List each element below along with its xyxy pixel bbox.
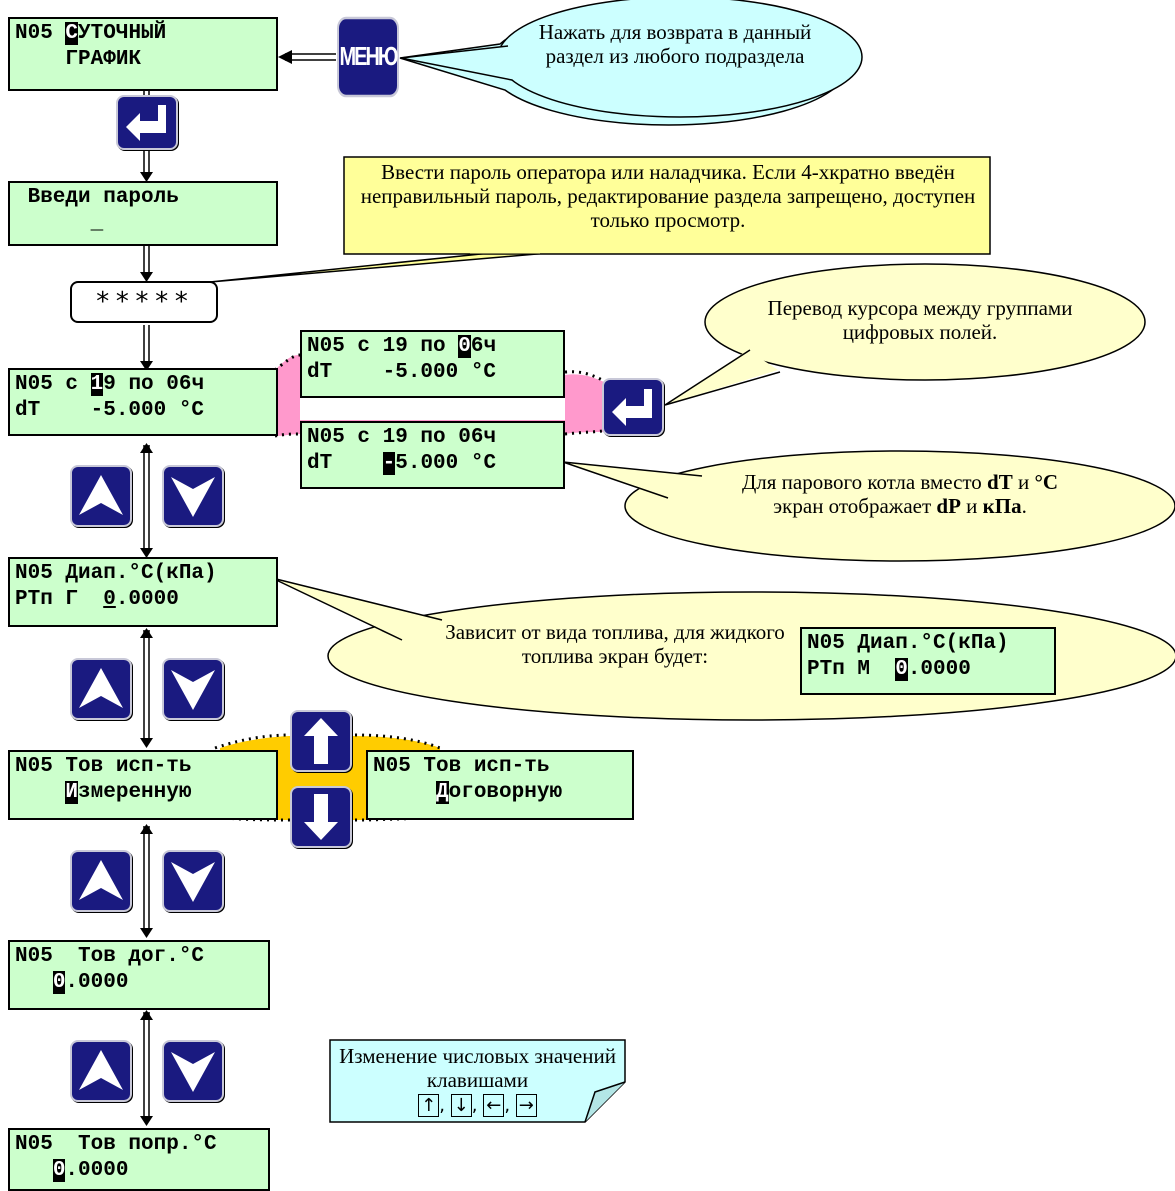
lcd-line-2: ГРАФИК: [15, 48, 142, 71]
arrow-keys-legend: ↑, ↓, ←, →: [335, 1094, 620, 1118]
lcd-line-2: dT -5.000 °C: [307, 452, 497, 475]
arrow-down-icon: ↓: [450, 1094, 472, 1117]
lcd-range-gas[interactable]: N05 Диап.°С(кПа) РТп Г 0.0000: [8, 557, 278, 627]
menu-key[interactable]: МЕНЮ: [337, 16, 399, 98]
lcd-tov-contract[interactable]: N05 Тов исп-ть Договорную: [366, 750, 634, 820]
cursor-char: Д: [436, 781, 449, 804]
enter-key[interactable]: [116, 95, 178, 150]
down-key[interactable]: [162, 1040, 224, 1102]
menu-return-note: Нажать для возврата в данный раздел из л…: [538, 20, 812, 68]
lcd-password[interactable]: Введи пароль _: [8, 181, 278, 246]
down-key[interactable]: [162, 658, 224, 720]
lcd-range-liquid: N05 Диап.°С(кПа) РТп М 0.0000: [800, 627, 1056, 695]
lcd-line-1: N05 с 19 по 06ч: [15, 373, 205, 396]
lcd-line-2: Измеренную: [65, 781, 192, 804]
up-key[interactable]: [70, 658, 132, 720]
lcd-line-2: dT -5.000 °C: [307, 361, 497, 384]
arrow-up-key[interactable]: [290, 710, 352, 772]
chevron-down-icon: [171, 670, 215, 710]
cursor-move-note: Перевод курсора между группами цифровых …: [767, 296, 1073, 344]
lcd-line-1: N05 с 19 по 06ч: [307, 335, 497, 358]
lcd-line-1: N05 Диап.°С(кПа): [807, 632, 1009, 655]
lcd-line-2: Договорную: [436, 781, 563, 804]
lcd-tov-contract-value[interactable]: N05 Тов дог.°С 0.0000: [8, 940, 270, 1010]
cursor-char: 0: [103, 588, 116, 611]
password-info-note: Ввести пароль оператора или наладчика. Е…: [360, 160, 976, 232]
arrow-left-icon: ←: [483, 1094, 505, 1117]
arrow-down-key[interactable]: [290, 786, 352, 848]
cursor-char: 0: [458, 335, 471, 358]
chevron-down-icon: [171, 862, 215, 902]
cursor-char: С: [65, 22, 79, 45]
lcd-daily-schedule[interactable]: N05 СУТОЧНЫЙ ГРАФИК: [8, 17, 278, 91]
chevron-down-icon: [171, 477, 215, 517]
lcd-line-2: _: [15, 212, 104, 235]
cursor-char: 0: [52, 971, 66, 994]
cursor-char: 0: [895, 658, 908, 681]
lcd-line-1: N05 СУТОЧНЫЙ: [15, 22, 167, 45]
chevron-up-icon: [79, 475, 123, 515]
arrow-right-icon: →: [515, 1094, 537, 1117]
lcd-line-1: N05 Диап.°С(кПа): [15, 562, 217, 585]
lcd-period-end[interactable]: N05 с 19 по 06ч dT -5.000 °C: [300, 330, 565, 398]
cursor-char: 0: [52, 1159, 66, 1182]
chevron-down-icon: [171, 1052, 215, 1092]
chevron-up-icon: [79, 668, 123, 708]
cursor-char: И: [65, 781, 79, 804]
down-key[interactable]: [162, 850, 224, 912]
lcd-line-2: dT -5.000 °C: [15, 399, 205, 422]
up-key[interactable]: [70, 850, 132, 912]
lcd-period-dt[interactable]: N05 с 19 по 06ч dT -5.000 °C: [300, 421, 565, 489]
up-key[interactable]: [70, 1040, 132, 1102]
lcd-line-1: N05 Тов дог.°С: [15, 945, 205, 968]
arrow-up-icon: ↑: [418, 1094, 440, 1117]
lcd-line-1: N05 Тов попр.°С: [15, 1133, 217, 1156]
arrow-down-icon: [304, 794, 338, 840]
enter-icon: [612, 389, 652, 426]
arrow-up-icon: [304, 718, 338, 764]
numeric-edit-note: Изменение числовых значений клавишами ↑,…: [335, 1044, 620, 1118]
enter-key-cursor[interactable]: [602, 378, 664, 436]
enter-icon: [126, 105, 166, 141]
chevron-up-icon: [79, 860, 123, 900]
cursor-callout: [704, 263, 1146, 381]
lcd-line-1: Введи пароль: [15, 186, 179, 209]
cursor-char: -: [382, 452, 396, 475]
chevron-up-icon: [79, 1050, 123, 1090]
cursor-char: 1: [90, 373, 104, 396]
lcd-line-1: N05 Тов исп-ть: [15, 755, 192, 778]
fuel-dependency-note: Зависит от вида топлива, для жидкого топ…: [445, 620, 785, 668]
lcd-line-2: РТп Г 0.0000: [15, 588, 179, 611]
lcd-tov-measured[interactable]: N05 Тов исп-ть Измеренную: [8, 750, 278, 820]
steam-callout: [624, 450, 1175, 562]
lcd-line-2: 0.0000: [52, 1159, 129, 1182]
lcd-line-1: N05 с 19 по 06ч: [307, 426, 497, 449]
password-mask-field[interactable]: *****: [70, 281, 218, 323]
up-key[interactable]: [70, 465, 132, 527]
lcd-period-start[interactable]: N05 с 19 по 06ч dT -5.000 °C: [8, 368, 278, 436]
lcd-line-2: 0.0000: [52, 971, 129, 994]
lcd-tov-correction[interactable]: N05 Тов попр.°С 0.0000: [8, 1128, 270, 1191]
lcd-line-1: N05 Тов исп-ть: [373, 755, 550, 778]
down-key[interactable]: [162, 465, 224, 527]
password-callout: [343, 156, 991, 255]
lcd-line-2: РТп М 0.0000: [807, 658, 971, 681]
